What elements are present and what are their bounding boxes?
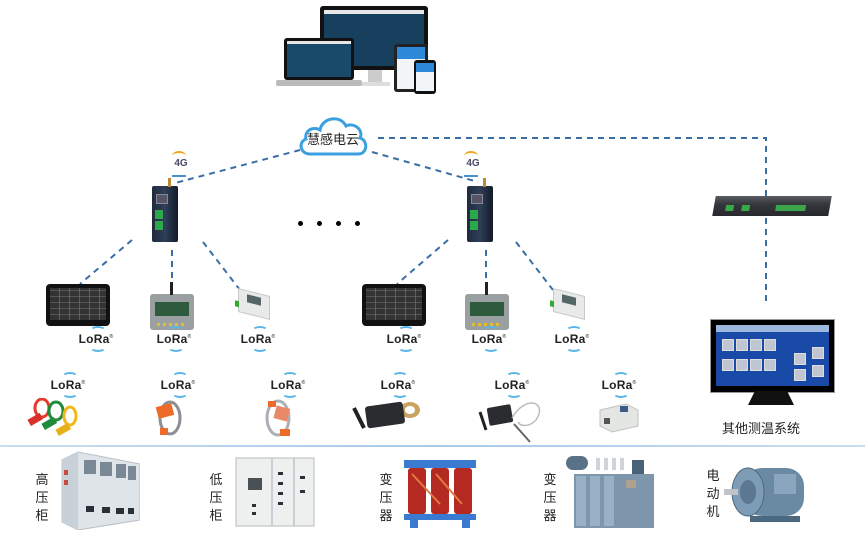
monitor-other-system bbox=[710, 319, 835, 393]
lora-icon: LoRa® bbox=[266, 372, 310, 398]
equipment-label-char: 变 bbox=[379, 473, 393, 488]
equipment-label-char: 压 bbox=[209, 491, 223, 506]
lora-icon: LoRa® bbox=[382, 326, 426, 352]
4g-signal-icon: 4G bbox=[170, 151, 192, 177]
lora-icon: LoRa® bbox=[550, 326, 594, 352]
dry-transformer bbox=[404, 460, 476, 528]
link-cloud-gateway-right bbox=[371, 151, 479, 183]
equipment-label-char: 压 bbox=[543, 491, 557, 506]
link-gwl-din bbox=[202, 241, 241, 291]
lora-icon: LoRa® bbox=[490, 372, 534, 398]
low-voltage-cabinet bbox=[235, 457, 315, 527]
equipment-label-low-voltage-cabinet: 低压柜 bbox=[208, 472, 224, 526]
section-divider bbox=[0, 445, 865, 447]
lora-icon: LoRa® bbox=[236, 326, 280, 352]
equipment-label-char: 高 bbox=[35, 473, 49, 488]
4g-gateway-right bbox=[467, 178, 493, 242]
lora-icon: LoRa® bbox=[74, 326, 118, 352]
strap-sensor-orange bbox=[155, 400, 182, 436]
electric-motor bbox=[724, 467, 804, 522]
equipment-label-high-voltage-cabinet: 高压柜 bbox=[34, 472, 50, 526]
cloud-node: 慧感电云 bbox=[296, 112, 370, 158]
lora-icon: LoRa® bbox=[156, 372, 200, 398]
equipment-label-char: 器 bbox=[379, 509, 393, 524]
equipment-label-char: 变 bbox=[543, 473, 557, 488]
equipment-label-char: 低 bbox=[209, 473, 223, 488]
display-terminal-right bbox=[465, 282, 509, 330]
equipment-label-oil-transformer: 变压器 bbox=[542, 472, 558, 526]
multi-device-icon bbox=[276, 4, 438, 96]
other-system-label: 其他测温系统 bbox=[722, 422, 801, 437]
equipment-label-electric-motor: 电动机 bbox=[705, 468, 721, 522]
lora-icon: LoRa® bbox=[467, 326, 511, 352]
lora-icon: LoRa® bbox=[376, 372, 420, 398]
cloud-icon bbox=[299, 117, 368, 156]
link-cloud-gateway-left bbox=[174, 149, 301, 184]
4g-gateway-left bbox=[152, 178, 178, 242]
equipment-label-char: 柜 bbox=[209, 509, 223, 524]
link-cloud-switch bbox=[378, 137, 767, 200]
lora-icon: LoRa® bbox=[152, 326, 196, 352]
equipment-label-char: 压 bbox=[379, 491, 393, 506]
cloud-label: 慧感电云 bbox=[306, 133, 359, 148]
lug-sensor bbox=[352, 401, 420, 429]
probe-sensor bbox=[478, 402, 541, 443]
strap-sensor-ring bbox=[265, 399, 291, 437]
4g-signal-icon: 4G bbox=[462, 151, 484, 177]
equipment-label-dry-transformer: 变压器 bbox=[378, 472, 394, 526]
monitor-stand bbox=[748, 391, 794, 405]
rack-switch bbox=[712, 196, 832, 216]
equipment-label-char: 电 bbox=[706, 469, 720, 484]
link-gwr-din bbox=[515, 241, 554, 291]
equipment-label-char: 动 bbox=[706, 487, 720, 502]
equipment-label-char: 柜 bbox=[35, 509, 49, 524]
link-gwr-hmi bbox=[396, 239, 449, 285]
equipment-label-char: 压 bbox=[35, 491, 49, 506]
high-voltage-cabinet bbox=[61, 451, 140, 530]
more-gateways-ellipsis bbox=[298, 211, 374, 230]
lora-icon: LoRa® bbox=[46, 372, 90, 398]
touchscreen-hmi-left bbox=[46, 284, 110, 326]
lora-icon: LoRa® bbox=[597, 372, 641, 398]
touchscreen-hmi-right bbox=[362, 284, 426, 326]
display-terminal-left bbox=[150, 282, 194, 330]
oil-transformer bbox=[566, 456, 654, 528]
equipment-label-char: 器 bbox=[543, 509, 557, 524]
clip-on-temperature-sensors bbox=[27, 398, 78, 436]
box-sensor bbox=[599, 403, 639, 433]
link-gwl-hmi bbox=[79, 239, 133, 285]
equipment-label-char: 机 bbox=[706, 505, 720, 520]
